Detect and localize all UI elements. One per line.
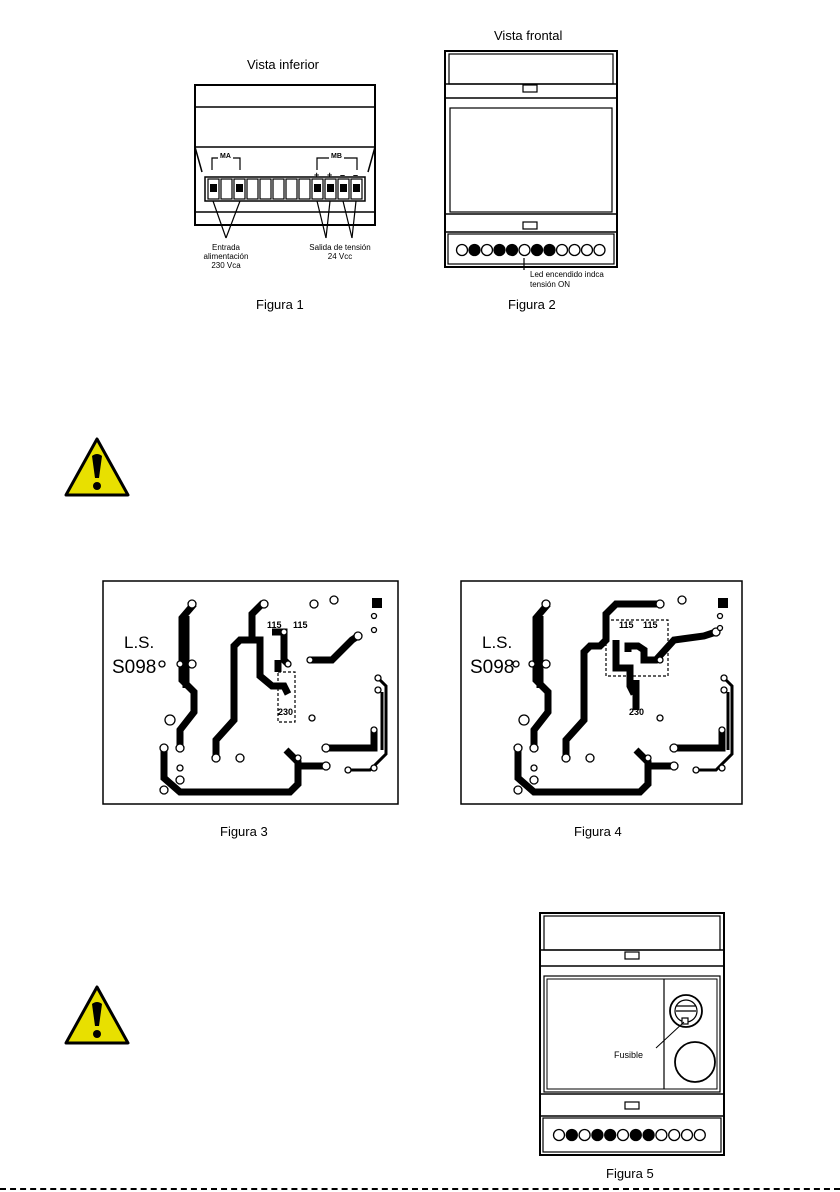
led-indicator	[457, 245, 468, 256]
warning-icon	[63, 984, 131, 1046]
led-indicator	[557, 245, 568, 256]
fig5-caption: Figura 5	[606, 1166, 654, 1181]
led-indicator	[630, 1130, 641, 1141]
input-label-line1: Entrada	[196, 243, 256, 252]
led-indicator	[519, 245, 530, 256]
led-indicator	[669, 1130, 680, 1141]
led-indicator	[582, 245, 593, 256]
ma-label: MA	[218, 153, 233, 160]
led-indicator	[605, 1130, 616, 1141]
fig1-title: Vista inferior	[247, 57, 319, 72]
fig3-board-label-2: S098	[112, 657, 156, 679]
led-indicator	[694, 1130, 705, 1141]
fig4-board-label-1: L.S.	[482, 633, 512, 653]
led-indicator	[643, 1130, 654, 1141]
led-indicator	[592, 1130, 603, 1141]
output-label: Salida de tensión 24 Vcc	[300, 243, 380, 261]
led-indicator	[566, 1130, 577, 1141]
fig2-title: Vista frontal	[494, 28, 562, 43]
output-label-line2: 24 Vcc	[300, 252, 380, 261]
led-indicator	[579, 1130, 590, 1141]
led-note-line1: Led encendido indca	[530, 270, 604, 280]
fig4-board-label-2: S098	[470, 657, 514, 679]
led-indicator	[469, 245, 480, 256]
led-indicator	[618, 1130, 629, 1141]
led-indicator	[682, 1130, 693, 1141]
led-indicator	[494, 245, 505, 256]
led-indicator	[554, 1130, 565, 1141]
led-indicator	[532, 245, 543, 256]
fig5-led-row	[554, 1130, 706, 1141]
page-bottom-cut-line	[0, 1188, 840, 1190]
led-note-line2: tensión ON	[530, 280, 604, 290]
led-note: Led encendido indca tensión ON	[530, 270, 604, 290]
mb-label: MB	[329, 153, 344, 160]
warning-icon	[63, 436, 131, 498]
led-indicator	[569, 245, 580, 256]
output-label-line1: Salida de tensión	[300, 243, 380, 252]
fig4-tap-bottom: 230	[629, 707, 644, 717]
fig2-caption: Figura 2	[508, 297, 556, 312]
polarity-plus-1: +	[314, 170, 319, 180]
input-label-line3: 230 Vca	[196, 261, 256, 270]
polarity-minus-2: –	[353, 170, 358, 180]
fig3-tap-bottom: 230	[278, 707, 293, 717]
fig4-tap-left: 115	[619, 620, 634, 630]
polarity-plus-2: +	[327, 170, 332, 180]
fig4-caption: Figura 4	[574, 824, 622, 839]
fig2-led-row	[457, 245, 606, 256]
led-indicator	[544, 245, 555, 256]
fig5-open-view	[538, 910, 728, 1158]
fig4-pcb	[460, 580, 744, 805]
fig3-pcb	[102, 580, 400, 805]
fig3-tap-right: 115	[293, 620, 308, 630]
fig1-caption: Figura 1	[256, 297, 304, 312]
fig3-tap-left: 115	[267, 620, 282, 630]
input-label: Entrada alimentación 230 Vca	[196, 243, 256, 270]
led-indicator	[482, 245, 493, 256]
polarity-minus-1: –	[340, 170, 345, 180]
led-indicator	[656, 1130, 667, 1141]
led-indicator	[594, 245, 605, 256]
fuse-label: Fusible	[614, 1050, 643, 1060]
fig3-board-label-1: L.S.	[124, 633, 154, 653]
led-indicator	[507, 245, 518, 256]
fig1-bottom-view	[190, 80, 390, 240]
fig3-caption: Figura 3	[220, 824, 268, 839]
fig2-front-view	[443, 48, 623, 270]
fig4-tap-right: 115	[643, 620, 658, 630]
input-label-line2: alimentación	[196, 252, 256, 261]
